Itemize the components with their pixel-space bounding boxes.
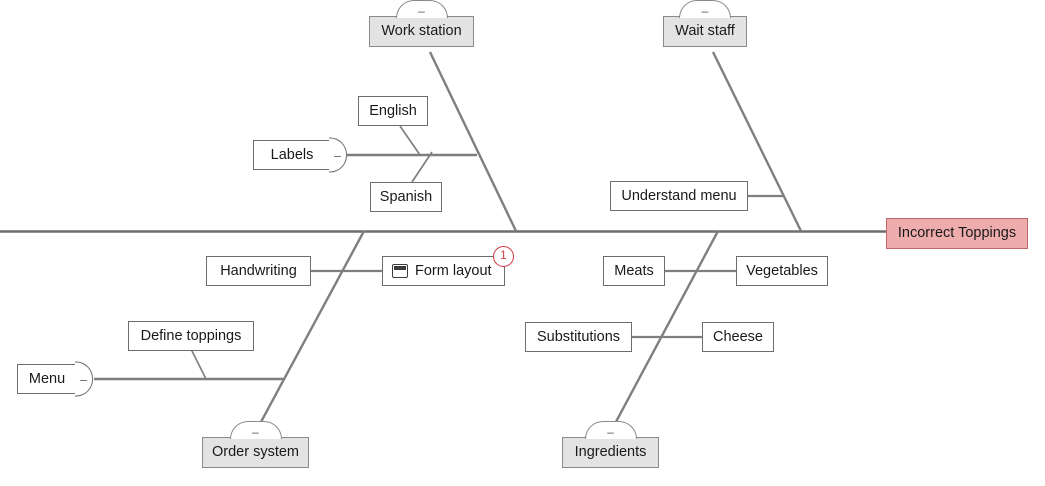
cause-meats-label: Meats — [614, 262, 654, 279]
cause-understand-menu[interactable]: Understand menu — [610, 181, 748, 211]
cause-cheese[interactable]: Cheese — [702, 322, 774, 352]
cause-cheese-label: Cheese — [713, 328, 763, 345]
collapse-handle-ingredients[interactable]: – — [584, 421, 637, 439]
bone-work-station — [428, 51, 518, 232]
cause-form-layout-label: Form layout — [415, 262, 492, 279]
cause-menu-label: Menu — [28, 370, 66, 387]
cause-substitutions-label: Substitutions — [536, 328, 621, 345]
collapse-symbol: – — [701, 4, 709, 18]
collapse-handle-wait-staff[interactable]: – — [679, 0, 731, 18]
category-order-system[interactable]: Order system – — [202, 421, 309, 468]
collapse-symbol: – — [607, 425, 614, 439]
cause-meats[interactable]: Meats — [603, 256, 665, 286]
note-icon — [392, 264, 408, 278]
cause-labels[interactable]: Labels – — [253, 137, 347, 173]
cause-form-layout[interactable]: Form layout 1 — [382, 246, 514, 286]
cause-vegetables[interactable]: Vegetables — [736, 256, 828, 286]
effect-head-incorrect-toppings[interactable]: Incorrect Toppings — [886, 218, 1028, 249]
bone-english — [399, 125, 421, 156]
category-wait-staff-label: Wait staff — [675, 23, 735, 40]
cause-english[interactable]: English — [358, 96, 428, 126]
bone-wait-staff — [711, 51, 803, 232]
cause-understand-menu-label: Understand menu — [621, 187, 737, 204]
collapse-symbol: – — [252, 425, 259, 439]
cause-define-toppings[interactable]: Define toppings — [128, 321, 254, 351]
collapse-symbol: – — [334, 148, 341, 162]
cause-handwriting-label: Handwriting — [220, 262, 297, 279]
category-wait-staff[interactable]: Wait staff – — [663, 0, 747, 47]
cause-menu[interactable]: Menu – — [17, 361, 93, 397]
cause-english-label: English — [369, 102, 417, 119]
category-order-system-label: Order system — [212, 444, 300, 461]
cause-spanish-label: Spanish — [379, 188, 433, 205]
cause-substitutions[interactable]: Substitutions — [525, 322, 632, 352]
cause-labels-label: Labels — [270, 146, 314, 163]
bone-spanish — [411, 151, 433, 183]
collapse-symbol: – — [80, 372, 87, 386]
category-ingredients[interactable]: Ingredients – — [562, 421, 659, 468]
cause-vegetables-label: Vegetables — [746, 262, 818, 279]
cause-spanish[interactable]: Spanish — [370, 182, 442, 212]
category-ingredients-label: Ingredients — [574, 444, 647, 461]
effect-head-label: Incorrect Toppings — [897, 225, 1017, 242]
collapse-handle-work-station[interactable]: – — [395, 0, 448, 18]
cause-handwriting[interactable]: Handwriting — [206, 256, 311, 286]
category-work-station-label: Work station — [381, 23, 462, 40]
category-work-station[interactable]: Work station – — [369, 0, 474, 47]
bone-order-system — [253, 230, 366, 434]
bone-ingredients — [608, 230, 720, 434]
cause-define-toppings-label: Define toppings — [140, 327, 242, 344]
bone-define-toppings — [189, 346, 207, 380]
collapse-symbol: – — [418, 4, 425, 18]
collapse-handle-order-system[interactable]: – — [229, 421, 282, 439]
comment-count-badge[interactable]: 1 — [493, 246, 514, 267]
